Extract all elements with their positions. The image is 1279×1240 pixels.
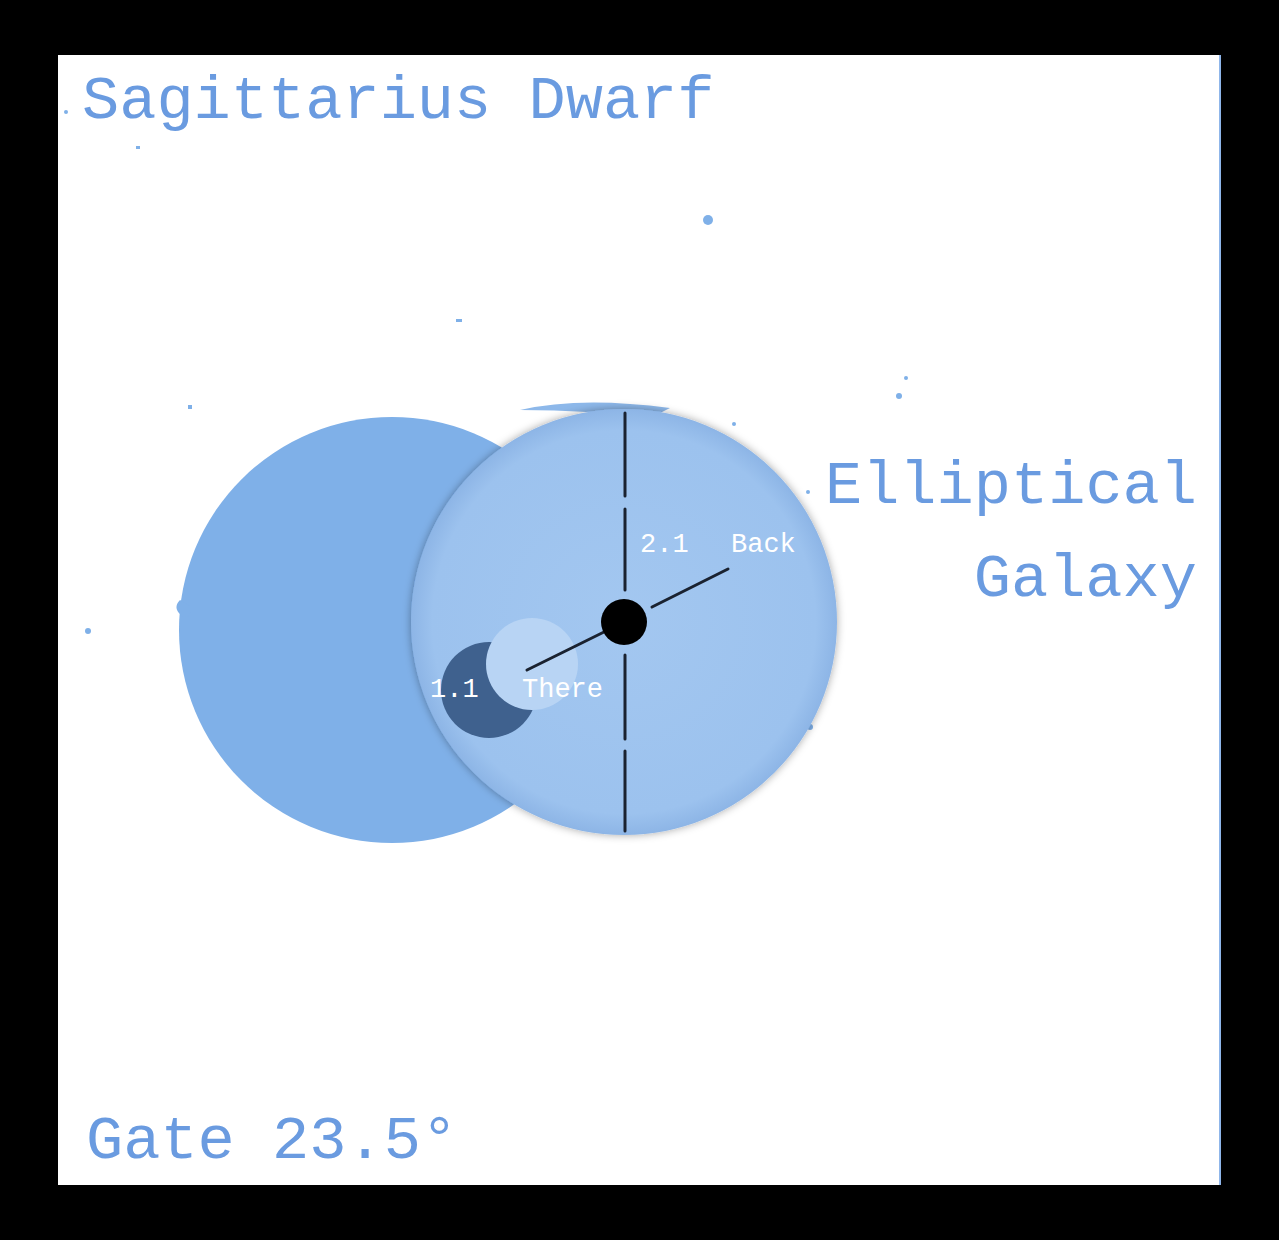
track-title: There bbox=[522, 677, 603, 704]
track-number: 2.1 bbox=[640, 532, 689, 559]
gate-label: Gate 23.5° bbox=[86, 1111, 458, 1173]
track-title: Back bbox=[731, 532, 796, 559]
title-text: Sagittarius Dwarf bbox=[82, 71, 715, 133]
track-number: 1.1 bbox=[430, 677, 479, 704]
galaxy-label: Elliptical Galaxy bbox=[797, 440, 1197, 626]
